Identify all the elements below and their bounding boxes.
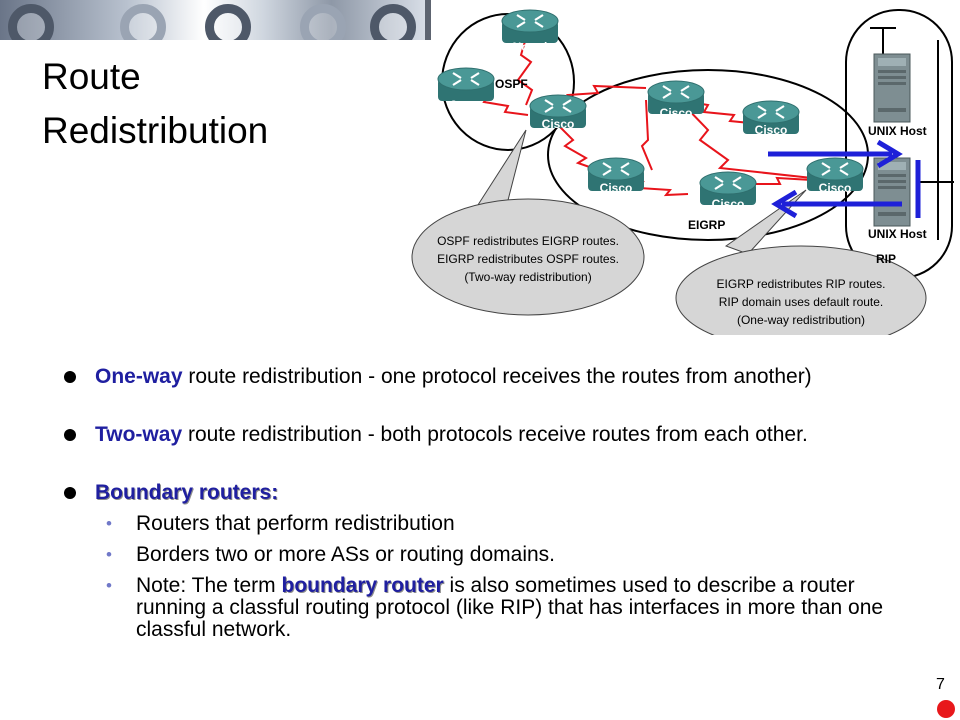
router-cisco-ospf-boundary: Cisco [528, 93, 588, 131]
router-cisco: Cisco [646, 79, 706, 120]
router-label: 3com [450, 98, 481, 112]
banner-ring [8, 4, 54, 40]
bullet-dot [64, 487, 76, 499]
banner-ring [370, 4, 416, 40]
bullet-text: One-way route redistribution - one proto… [95, 366, 894, 388]
subbullet-text: Routers that perform redistribution [136, 512, 455, 535]
router-cisco: Cisco [586, 156, 646, 195]
subbullet-dot: • [106, 545, 112, 564]
router-3com: 3com [436, 66, 496, 112]
slide-title-line: Redistribution [42, 110, 269, 151]
router-label: Cisco [600, 181, 633, 195]
subbullet-note: • Note: The term boundary router is also… [106, 575, 886, 641]
eigrp-label: EIGRP [688, 218, 725, 232]
bullet-body: route redistribution - one protocol rece… [182, 365, 812, 388]
router-label: Cisco [542, 117, 575, 131]
subbullet-post: is also sometimes used to describe a rou… [136, 574, 884, 641]
router-label: Cisco [660, 106, 693, 120]
subbullet-text: Note: The term boundary router is also s… [136, 575, 886, 641]
bullet-dot [64, 371, 76, 383]
subbullet-dot: • [106, 514, 112, 533]
banner-edge [425, 0, 431, 40]
router-label: Cisco [712, 197, 745, 211]
bullet-boundary-routers: Boundary routers: [64, 482, 894, 504]
router-label: Nortel [513, 40, 548, 54]
bullet-keyword: Boundary routers: [95, 481, 279, 504]
subbullet-keyword: boundary router [281, 574, 444, 597]
callout-right-text: EIGRP redistributes RIP routes. [717, 277, 886, 291]
rip-label: RIP [876, 252, 896, 266]
page-number: 7 [936, 676, 945, 693]
red-dot-marker [937, 700, 955, 718]
header-banner-image [0, 0, 425, 40]
subbullet-pre: Note: The term [136, 574, 282, 597]
router-label: Cisco [755, 123, 788, 137]
callout-right-text: RIP domain uses default route. [719, 295, 884, 309]
unix-host-top: UNIX Host [868, 53, 927, 138]
router-label: Cisco [819, 181, 852, 195]
unix-host-bottom: UNIX Host [868, 157, 927, 241]
bullet-two-way: Two-way route redistribution - both prot… [64, 424, 894, 446]
unix-host-label: UNIX Host [868, 227, 927, 241]
subbullet-dot: • [106, 576, 112, 595]
banner-ring [300, 4, 346, 40]
redistribution-arrows [768, 139, 921, 219]
slide-title: Route Redistribution [42, 50, 268, 158]
ospf-label: OSPF [495, 77, 528, 91]
router-cisco: Cisco [698, 170, 758, 211]
bullet-keyword: One-way [95, 365, 183, 388]
banner-ring [205, 4, 251, 40]
slide-title-line: Route [42, 56, 141, 97]
bullet-body: route redistribution - both protocols re… [182, 423, 808, 446]
bullet-text: Two-way route redistribution - both prot… [95, 424, 894, 446]
subbullet-text: Borders two or more ASs or routing domai… [136, 543, 556, 566]
router-cisco-rip-boundary: Cisco [805, 156, 865, 195]
callout-left-text: EIGRP redistributes OSPF routes. [437, 252, 619, 266]
router-nortel: Nortel [500, 8, 560, 54]
network-diagram: Nortel 3com Cisco Cisco Cisco Cisco Cisc… [411, 8, 954, 335]
callout-left-text: (Two-way redistribution) [464, 270, 591, 284]
unix-host-label: UNIX Host [868, 124, 927, 138]
subbullet-borders-domains: • Borders two or more ASs or routing dom… [106, 544, 886, 566]
callout-left-text: OSPF redistributes EIGRP routes. [437, 234, 619, 248]
bullet-one-way: One-way route redistribution - one proto… [64, 366, 894, 388]
bullet-text: Boundary routers: [95, 482, 894, 504]
bullet-keyword: Two-way [95, 423, 183, 446]
banner-ring [120, 4, 166, 40]
router-cisco: Cisco [741, 99, 801, 137]
callout-left-bubble [475, 129, 527, 209]
callout-right-text: (One-way redistribution) [737, 313, 865, 327]
bullet-dot [64, 429, 76, 441]
subbullet-performs-redistribution: • Routers that perform redistribution [106, 513, 886, 535]
